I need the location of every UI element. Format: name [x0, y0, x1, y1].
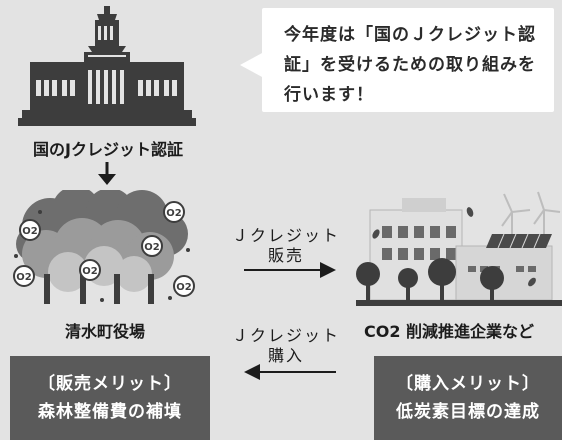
- buy-arrow-label-2: 購入: [267, 346, 304, 365]
- diet-building-icon: [18, 6, 196, 126]
- arrow-left-icon: [244, 364, 336, 380]
- forest-caption: 清水町役場: [64, 322, 145, 341]
- sale-arrow-label-1: Ｊクレジット: [231, 226, 340, 245]
- buy-merit-text: 低炭素目標の達成: [396, 402, 540, 422]
- bubble-text-line-3: 行います！: [284, 85, 374, 105]
- arrow-down-icon: [98, 162, 116, 185]
- sale-merit-box: 〔販売メリット〕 森林整備費の補填: [10, 356, 210, 440]
- factory-icon: [356, 191, 562, 306]
- diet-caption: 国のJクレジット認証: [33, 140, 183, 159]
- buy-merit-box: 〔購入メリット〕 低炭素目標の達成: [374, 356, 562, 440]
- o2-label: O2: [166, 208, 182, 219]
- sale-merit-title: 〔販売メリット〕: [38, 374, 182, 394]
- sale-arrow-label-2: 販売: [267, 246, 304, 265]
- sale-merit-text: 森林整備費の補填: [38, 402, 182, 422]
- bubble-text-line-2: 証」を受けるための取り組みを: [284, 55, 536, 75]
- o2-label: O2: [144, 242, 160, 253]
- speech-bubble: 今年度は「国のＪクレジット認 証」を受けるための取り組みを 行います！: [262, 8, 554, 112]
- o2-label: O2: [16, 272, 32, 283]
- buy-merit-title: 〔購入メリット〕: [396, 374, 540, 394]
- speech-bubble-tail: [240, 52, 264, 78]
- forest-icon: O2 O2 O2 O2 O2 O2: [13, 190, 195, 304]
- o2-label: O2: [82, 266, 98, 277]
- o2-label: O2: [176, 282, 192, 293]
- arrow-right-icon: [244, 262, 336, 278]
- bubble-text-line-1: 今年度は「国のＪクレジット認: [284, 25, 536, 45]
- o2-label: O2: [22, 226, 38, 237]
- buy-arrow-label-1: Ｊクレジット: [231, 326, 340, 345]
- factory-caption: CO2 削減推進企業など: [364, 322, 535, 341]
